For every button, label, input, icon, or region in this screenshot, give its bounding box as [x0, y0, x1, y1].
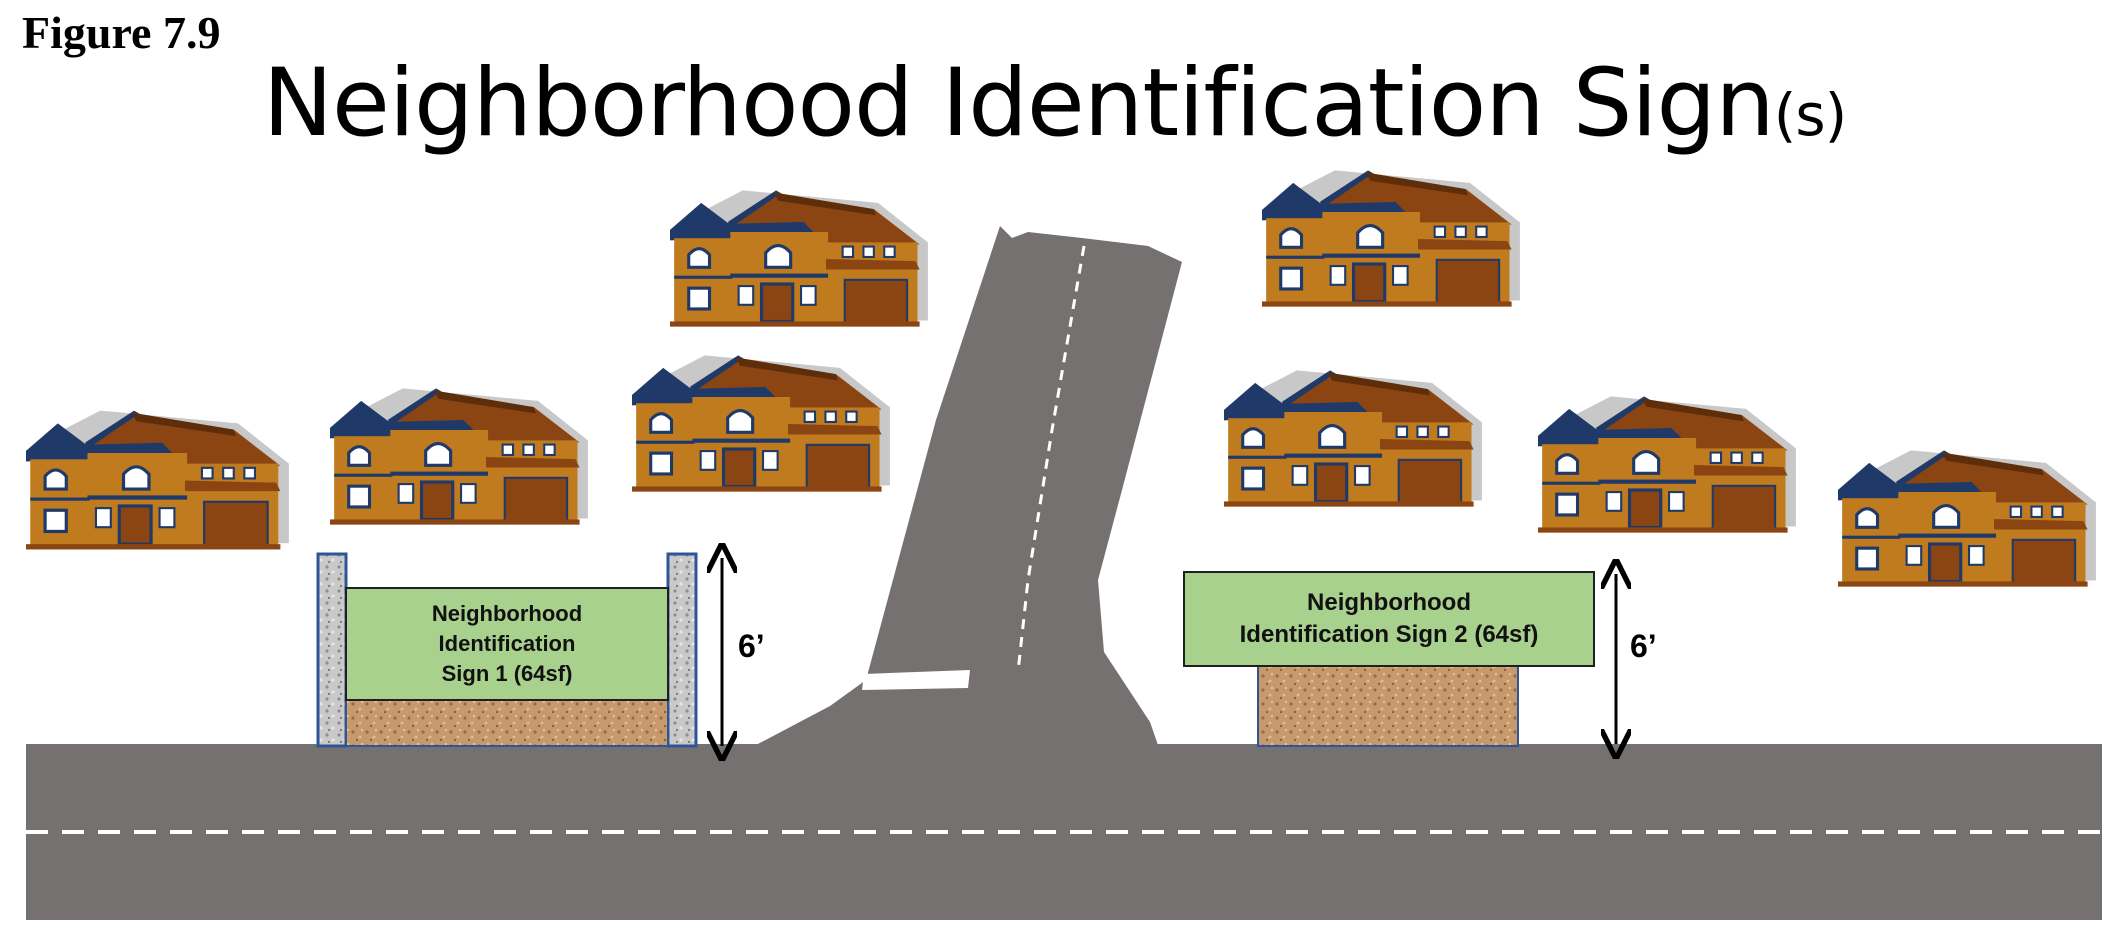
house-row-right	[1222, 168, 2098, 589]
house	[668, 188, 930, 329]
sign-2	[1183, 571, 1616, 747]
house	[1836, 448, 2098, 589]
house	[24, 409, 291, 552]
title-main: Neighborhood Identification Sign	[262, 49, 1775, 158]
house	[1536, 394, 1798, 535]
house-row-left	[24, 188, 930, 552]
side-road	[756, 226, 1182, 745]
sign-2-line-1: Neighborhood	[1307, 588, 1471, 616]
sign-2-base	[1257, 665, 1519, 747]
sign-1-height-label: 6’	[738, 628, 765, 664]
sign-1-right-pillar	[666, 552, 698, 748]
house	[630, 353, 892, 494]
stop-bar	[862, 670, 970, 690]
sign-2-line-2: Identification Sign 2 (64sf)	[1239, 621, 1539, 648]
side-road-centerline	[1016, 245, 1086, 673]
sign-1-line-3: Sign 1 (64sf)	[441, 660, 573, 686]
sign-2-height-label: 6’	[1630, 628, 1657, 664]
page-title: Neighborhood Identification Sign(s)	[0, 52, 2109, 155]
sign-1-left-pillar	[316, 552, 348, 748]
sign-1-text: Neighborhood Identification Sign 1 (64sf…	[346, 588, 668, 700]
house	[1260, 168, 1522, 309]
sign-1-line-1: Neighborhood	[431, 601, 583, 627]
sign-2-text: Neighborhood Identification Sign 2 (64sf…	[1184, 572, 1594, 666]
house	[328, 386, 590, 527]
figure-label: Figure 7.9	[22, 7, 221, 58]
sign-1-line-2: Identification	[438, 631, 576, 657]
house	[1222, 368, 1484, 509]
sign-1-base	[345, 699, 669, 747]
sign-1-panel	[345, 587, 669, 701]
sign-1	[316, 552, 722, 748]
sign-2-panel	[1183, 571, 1595, 667]
title-suffix: (s)	[1773, 81, 1847, 149]
